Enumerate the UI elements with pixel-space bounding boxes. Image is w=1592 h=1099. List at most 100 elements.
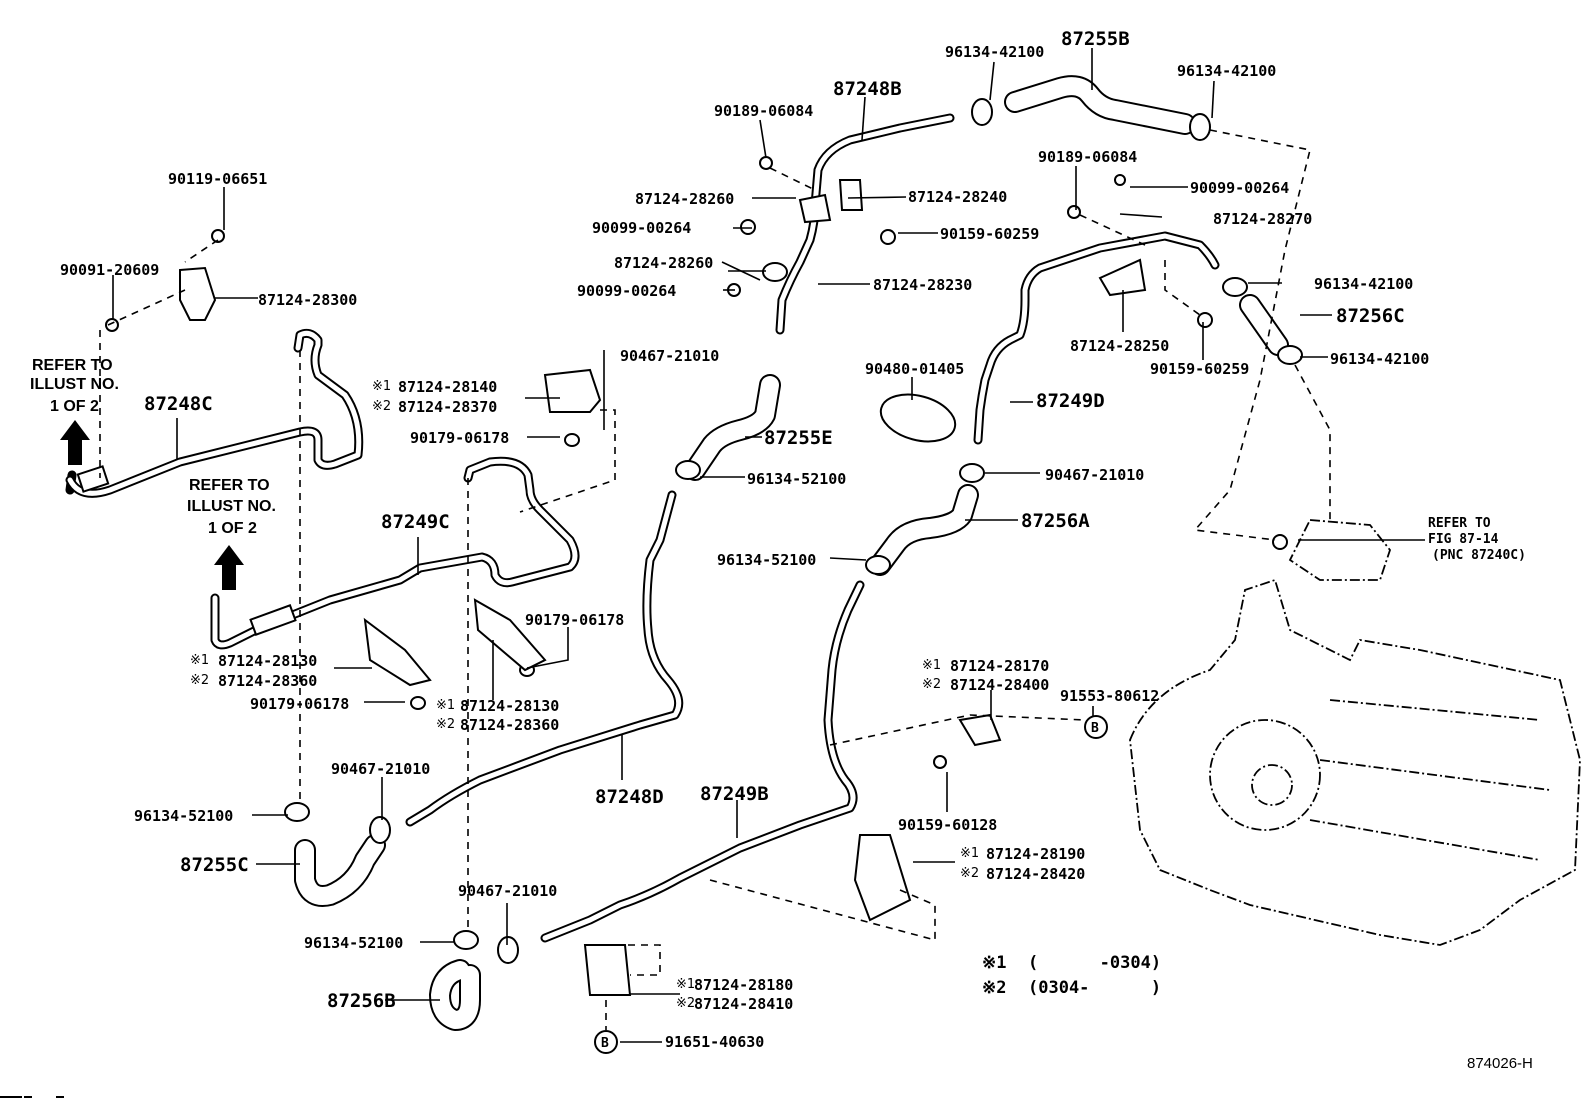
hose-87256B xyxy=(429,959,481,1031)
label-90467-21010[interactable]: 90467-21010 xyxy=(620,347,719,365)
label-87124-28360[interactable]: 87124-28360 xyxy=(218,672,317,690)
label-87256C[interactable]: 87256C xyxy=(1336,305,1405,327)
label-91651-40630[interactable]: 91651-40630 xyxy=(665,1033,764,1051)
label-87248C[interactable]: 87248C xyxy=(144,393,213,415)
label-90467-21010[interactable]: 90467-21010 xyxy=(1045,466,1144,484)
label-90099-00264[interactable]: 90099-00264 xyxy=(577,282,676,300)
label-87124-28250[interactable]: 87124-28250 xyxy=(1070,337,1169,355)
label-90159-60259[interactable]: 90159-60259 xyxy=(1150,360,1249,378)
label-90099-00264[interactable]: 90099-00264 xyxy=(592,219,691,237)
label-87124-28130[interactable]: 87124-28130 xyxy=(460,697,559,715)
label-87255C[interactable]: 87255C xyxy=(180,854,249,876)
label-90480-01405[interactable]: 90480-01405 xyxy=(865,360,964,378)
label-90179-06178[interactable]: 90179-06178 xyxy=(410,429,509,447)
label-91553-80612[interactable]: 91553-80612 xyxy=(1060,687,1159,705)
note-mark-1: ※1 xyxy=(372,379,391,394)
refer-to-text: ILLUST NO. xyxy=(187,498,276,515)
leader-lines xyxy=(112,48,1425,1043)
label-87124-28410[interactable]: 87124-28410 xyxy=(694,995,793,1013)
label-96134-42100[interactable]: 96134-42100 xyxy=(1330,350,1429,368)
label-87248B[interactable]: 87248B xyxy=(833,78,902,100)
label-96134-52100[interactable]: 96134-52100 xyxy=(717,551,816,569)
note-mark-1: ※1 xyxy=(676,977,695,992)
ref-b-label: B xyxy=(601,1036,609,1051)
label-90099-00264[interactable]: 90099-00264 xyxy=(1190,179,1289,197)
label-87124-28180[interactable]: 87124-28180 xyxy=(694,976,793,994)
label-87249D[interactable]: 87249D xyxy=(1036,390,1105,412)
label-90091-20609[interactable]: 90091-20609 xyxy=(60,261,159,279)
label-87249B[interactable]: 87249B xyxy=(700,783,769,805)
ref-circle-b-right: B xyxy=(1084,715,1108,739)
note-mark-2: ※2 xyxy=(922,677,941,692)
label-87124-28270[interactable]: 87124-28270 xyxy=(1213,210,1312,228)
footnote-mark-2: ※2 xyxy=(982,978,1006,998)
label-90179-06178[interactable]: 90179-06178 xyxy=(525,611,624,629)
label-87124-28260[interactable]: 87124-28260 xyxy=(635,190,734,208)
footnote-text-2: (0304- ) xyxy=(1028,978,1161,998)
refer-fig-text: FIG 87-14 xyxy=(1428,532,1499,547)
label-87256B[interactable]: 87256B xyxy=(327,990,396,1012)
pipe-87249B xyxy=(540,580,865,943)
pipe-87249D xyxy=(973,231,1220,445)
refer-to-text: 1 OF 2 xyxy=(50,398,99,415)
note-mark-2: ※2 xyxy=(372,399,391,414)
hose-87255C xyxy=(294,834,386,907)
clamps-and-fasteners xyxy=(105,98,1303,996)
assembly-guide-lines xyxy=(99,129,1331,1030)
footnote-text-1: ( -0304) xyxy=(1028,953,1161,973)
label-87124-28240[interactable]: 87124-28240 xyxy=(908,188,1007,206)
label-90159-60128[interactable]: 90159-60128 xyxy=(898,816,997,834)
label-90467-21010[interactable]: 90467-21010 xyxy=(331,760,430,778)
label-87124-28400[interactable]: 87124-28400 xyxy=(950,676,1049,694)
reference-notes: REFER TO ILLUST NO. 1 OF 2 REFER TO ILLU… xyxy=(30,357,1526,563)
note-mark-2: ※2 xyxy=(436,717,455,732)
label-87256A[interactable]: 87256A xyxy=(1021,510,1090,532)
hose-87256C xyxy=(1239,294,1289,356)
note-mark-1: ※1 xyxy=(190,653,209,668)
note-mark-1: ※1 xyxy=(436,698,455,713)
pipe-87248C xyxy=(65,328,364,498)
label-87124-28130[interactable]: 87124-28130 xyxy=(218,652,317,670)
label-87255E[interactable]: 87255E xyxy=(764,427,833,449)
pipe-87248D xyxy=(405,490,684,827)
label-90189-06084[interactable]: 90189-06084 xyxy=(1038,148,1137,166)
label-96134-42100[interactable]: 96134-42100 xyxy=(1177,62,1276,80)
up-arrow-icon xyxy=(60,420,90,465)
label-96134-52100[interactable]: 96134-52100 xyxy=(134,807,233,825)
refer-to-text: 1 OF 2 xyxy=(208,520,257,537)
refer-to-text: ILLUST NO. xyxy=(30,376,119,393)
label-87124-28420[interactable]: 87124-28420 xyxy=(986,865,1085,883)
label-90159-60259[interactable]: 90159-60259 xyxy=(940,225,1039,243)
label-96134-42100[interactable]: 96134-42100 xyxy=(945,43,1044,61)
label-87124-28370[interactable]: 87124-28370 xyxy=(398,398,497,416)
hvac-unit-reference xyxy=(1129,519,1581,946)
label-87124-28140[interactable]: 87124-28140 xyxy=(398,378,497,396)
pipe-87249C xyxy=(210,456,580,650)
label-96134-42100[interactable]: 96134-42100 xyxy=(1314,275,1413,293)
label-87124-28190[interactable]: 87124-28190 xyxy=(986,845,1085,863)
label-87255B[interactable]: 87255B xyxy=(1061,28,1130,50)
label-90189-06084[interactable]: 90189-06084 xyxy=(714,102,813,120)
refer-fig-text: REFER TO xyxy=(1428,516,1491,531)
label-96134-52100[interactable]: 96134-52100 xyxy=(304,934,403,952)
footnote-mark-1: ※1 xyxy=(982,953,1006,973)
note-mark-1: ※1 xyxy=(960,846,979,861)
label-90179-06178[interactable]: 90179-06178 xyxy=(250,695,349,713)
label-90467-21010[interactable]: 90467-21010 xyxy=(458,882,557,900)
label-87124-28170[interactable]: 87124-28170 xyxy=(950,657,1049,675)
label-87124-28230[interactable]: 87124-28230 xyxy=(873,276,972,294)
label-87124-28260[interactable]: 87124-28260 xyxy=(614,254,713,272)
label-90119-06651[interactable]: 90119-06651 xyxy=(168,170,267,188)
label-87248D[interactable]: 87248D xyxy=(595,786,664,808)
ref-b-label: B xyxy=(1091,721,1099,736)
note-mark-1: ※1 xyxy=(922,658,941,673)
label-96134-52100[interactable]: 96134-52100 xyxy=(747,470,846,488)
hose-87255E xyxy=(684,374,781,481)
label-87124-28360[interactable]: 87124-28360 xyxy=(460,716,559,734)
pipe-hose-labels: 87248C 87249C 87248B 87255B 87255E 87249… xyxy=(144,28,1405,1012)
refer-to-text: REFER TO xyxy=(32,357,113,374)
label-87249C[interactable]: 87249C xyxy=(381,511,450,533)
hose-87255B xyxy=(1004,75,1196,135)
label-87124-28300[interactable]: 87124-28300 xyxy=(258,291,357,309)
